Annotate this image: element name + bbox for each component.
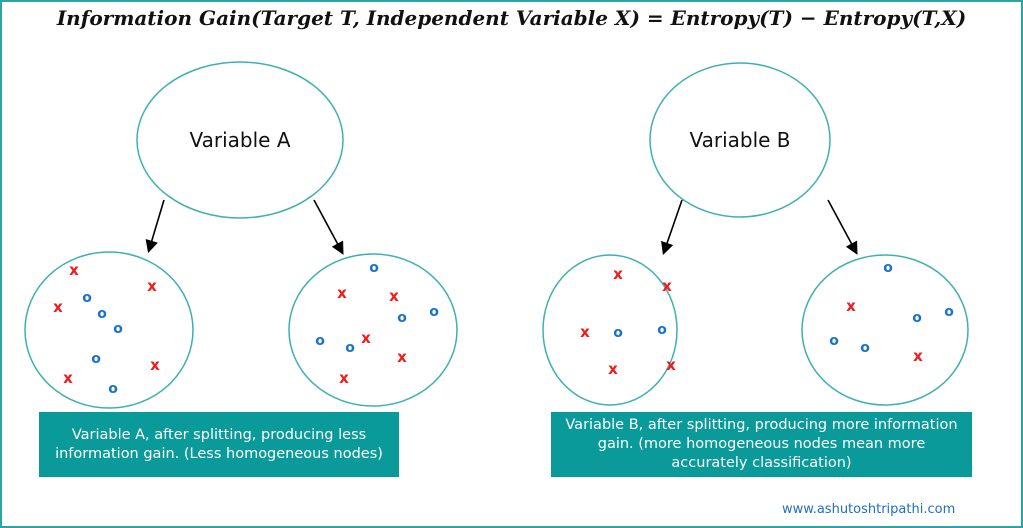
variable-a-label: Variable A	[189, 128, 290, 152]
o-mark: o	[829, 333, 839, 349]
o-mark: o	[860, 340, 870, 356]
o-mark: o	[944, 304, 954, 320]
o-mark: o	[397, 310, 407, 326]
o-mark: o	[113, 321, 123, 337]
x-mark: x	[389, 287, 399, 305]
o-mark: o	[613, 325, 623, 341]
b-left-child-node	[542, 254, 678, 406]
o-mark: o	[91, 351, 101, 367]
x-mark: x	[150, 356, 160, 374]
o-mark: o	[315, 333, 325, 349]
variable-b-node	[649, 62, 831, 218]
o-mark: o	[912, 310, 922, 326]
arrow-a-right	[313, 199, 344, 255]
arrow-a-left	[145, 199, 165, 254]
variable-b-label: Variable B	[689, 128, 790, 152]
formula-title: Information Gain(Target T, Independent V…	[56, 6, 967, 30]
a-right-child-node	[288, 253, 458, 407]
x-mark: x	[662, 277, 672, 295]
variable-a-node	[136, 61, 344, 219]
x-mark: x	[361, 329, 371, 347]
o-mark: o	[657, 322, 667, 338]
x-mark: x	[666, 356, 676, 374]
o-mark: o	[883, 260, 893, 276]
x-mark: x	[147, 277, 157, 295]
o-mark: o	[369, 260, 379, 276]
o-mark: o	[108, 381, 118, 397]
x-mark: x	[397, 348, 407, 366]
arrow-b-right	[827, 199, 858, 255]
arrow-b-left	[661, 199, 683, 256]
x-mark: x	[53, 298, 63, 316]
a-left-child-node	[24, 251, 194, 409]
x-mark: x	[63, 369, 73, 387]
x-mark: x	[580, 323, 590, 341]
x-mark: x	[69, 261, 79, 279]
x-mark: x	[846, 297, 856, 315]
o-mark: o	[97, 306, 107, 322]
b-right-child-node	[801, 254, 969, 406]
x-mark: x	[913, 347, 923, 365]
x-mark: x	[613, 265, 623, 283]
website-footer: www.ashutoshtripathi.com	[782, 502, 956, 517]
x-mark: x	[339, 369, 349, 387]
o-mark: o	[345, 340, 355, 356]
variable-b-caption: Variable B, after splitting, producing m…	[551, 412, 972, 477]
o-mark: o	[429, 304, 439, 320]
variable-a-caption: Variable A, after splitting, producing l…	[39, 412, 399, 477]
x-mark: x	[608, 360, 618, 378]
o-mark: o	[82, 290, 92, 306]
x-mark: x	[337, 284, 347, 302]
